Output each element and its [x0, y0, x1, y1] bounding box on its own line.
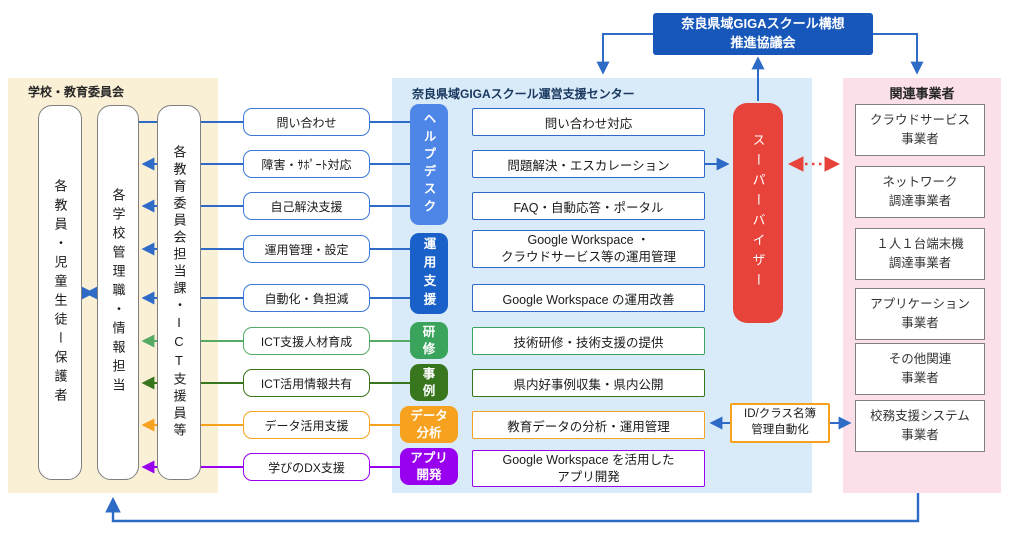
- group-teachers-students-parents: 各教員・児童生徒ー保護者: [38, 105, 82, 480]
- service-gws-cloud-operations: Google Workspace ・ クラウドサービス等の運用管理: [472, 230, 705, 268]
- support-center-title: 奈良県域GIGAスクール運営支援センター: [412, 87, 635, 101]
- request-data-utilization: データ活用支援: [243, 411, 370, 439]
- request-trouble-support: 障害・ｻﾎﾟｰﾄ対応: [243, 150, 370, 178]
- schools-panel-title: 学校・教育委員会: [28, 85, 125, 99]
- category-case-examples: 事 例: [410, 364, 448, 401]
- category-app-development: アプリ 開発: [400, 448, 458, 485]
- vendors-panel-title: 関連事業者: [889, 86, 955, 101]
- request-ict-hr-development: ICT支援人材育成: [243, 327, 370, 355]
- category-operation-support: 運用支援: [410, 233, 448, 314]
- request-ops-config: 運用管理・設定: [243, 235, 370, 263]
- category-data-analysis: データ 分析: [400, 406, 458, 443]
- request-self-solve: 自己解決支援: [243, 192, 370, 220]
- request-ict-info-sharing: ICT活用情報共有: [243, 369, 370, 397]
- vendor-network-procurement: ネットワーク 調達事業者: [855, 166, 985, 218]
- request-automation: 自動化・負担減: [243, 284, 370, 312]
- service-tech-training: 技術研修・技術支援の提供: [472, 327, 705, 355]
- vendor-cloud-service: クラウドサービス 事業者: [855, 104, 985, 156]
- feedback-loop-connector: [105, 493, 920, 523]
- service-case-collection: 県内好事例収集・県内公開: [472, 369, 705, 397]
- vendor-school-affairs-system: 校務支援システム 事業者: [855, 400, 985, 452]
- service-inquiry-response: 問い合わせ対応: [472, 108, 705, 136]
- category-helpdesk: ヘルプデスク: [410, 104, 448, 225]
- group-school-admin-info: 各学校管理職・情報担当: [97, 105, 139, 480]
- vendor-device-procurement: １人１台端末機 調達事業者: [855, 228, 985, 280]
- vendor-application: アプリケーション 事業者: [855, 288, 985, 340]
- request-inquiry: 問い合わせ: [243, 108, 370, 136]
- id-roster-automation-box: ID/クラス名簿 管理自動化: [730, 403, 830, 443]
- council-box: 奈良県域GIGAスクール構想 推進協議会: [653, 13, 873, 55]
- request-to-category-connectors: [370, 121, 410, 468]
- group-boe-ict-support: 各教育委員会担当課・ICT支援員等: [157, 105, 201, 480]
- service-edu-data-analysis: 教育データの分析・運用管理: [472, 411, 705, 439]
- vendor-other-related: その他関連 事業者: [855, 343, 985, 395]
- service-gws-improvement: Google Workspace の運用改善: [472, 284, 705, 312]
- category-training: 研 修: [410, 322, 448, 359]
- request-learning-dx: 学びのDX支援: [243, 453, 370, 481]
- service-problem-escalation: 問題解決・エスカレーション: [472, 150, 705, 178]
- council-connectors: [596, 33, 924, 101]
- service-faq-portal: FAQ・自動応答・ポータル: [472, 192, 705, 220]
- service-gws-app-development: Google Workspace を活用した アプリ開発: [472, 450, 705, 487]
- supervisor-box: スーパーバイザー: [733, 103, 783, 323]
